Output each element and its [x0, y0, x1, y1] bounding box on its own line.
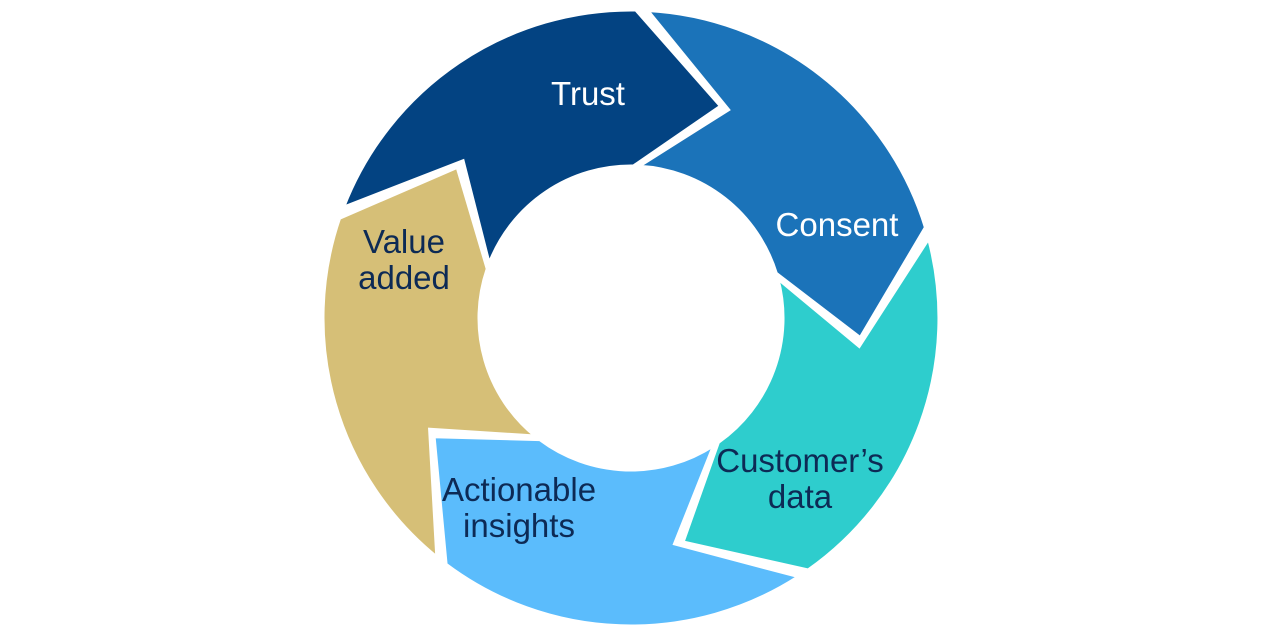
segment-label-line: Trust [551, 75, 625, 112]
segment-trust [341, 8, 723, 269]
segment-label-line: data [768, 478, 833, 515]
segment-value-added [321, 165, 540, 561]
segment-label-trust: Trust [551, 75, 625, 112]
segment-label-line: Value [363, 223, 445, 260]
segment-label-line: Consent [776, 206, 899, 243]
segments-layer [321, 8, 941, 628]
segment-customers-data [681, 235, 941, 572]
segment-label-line: Actionable [442, 471, 596, 508]
segment-label-line: added [358, 259, 450, 296]
segment-label-line: insights [463, 507, 575, 544]
segment-label-line: Customer’s [716, 442, 884, 479]
segment-consent [634, 8, 928, 340]
segment-label-consent: Consent [776, 206, 899, 243]
segment-actionable-insights [432, 435, 802, 628]
